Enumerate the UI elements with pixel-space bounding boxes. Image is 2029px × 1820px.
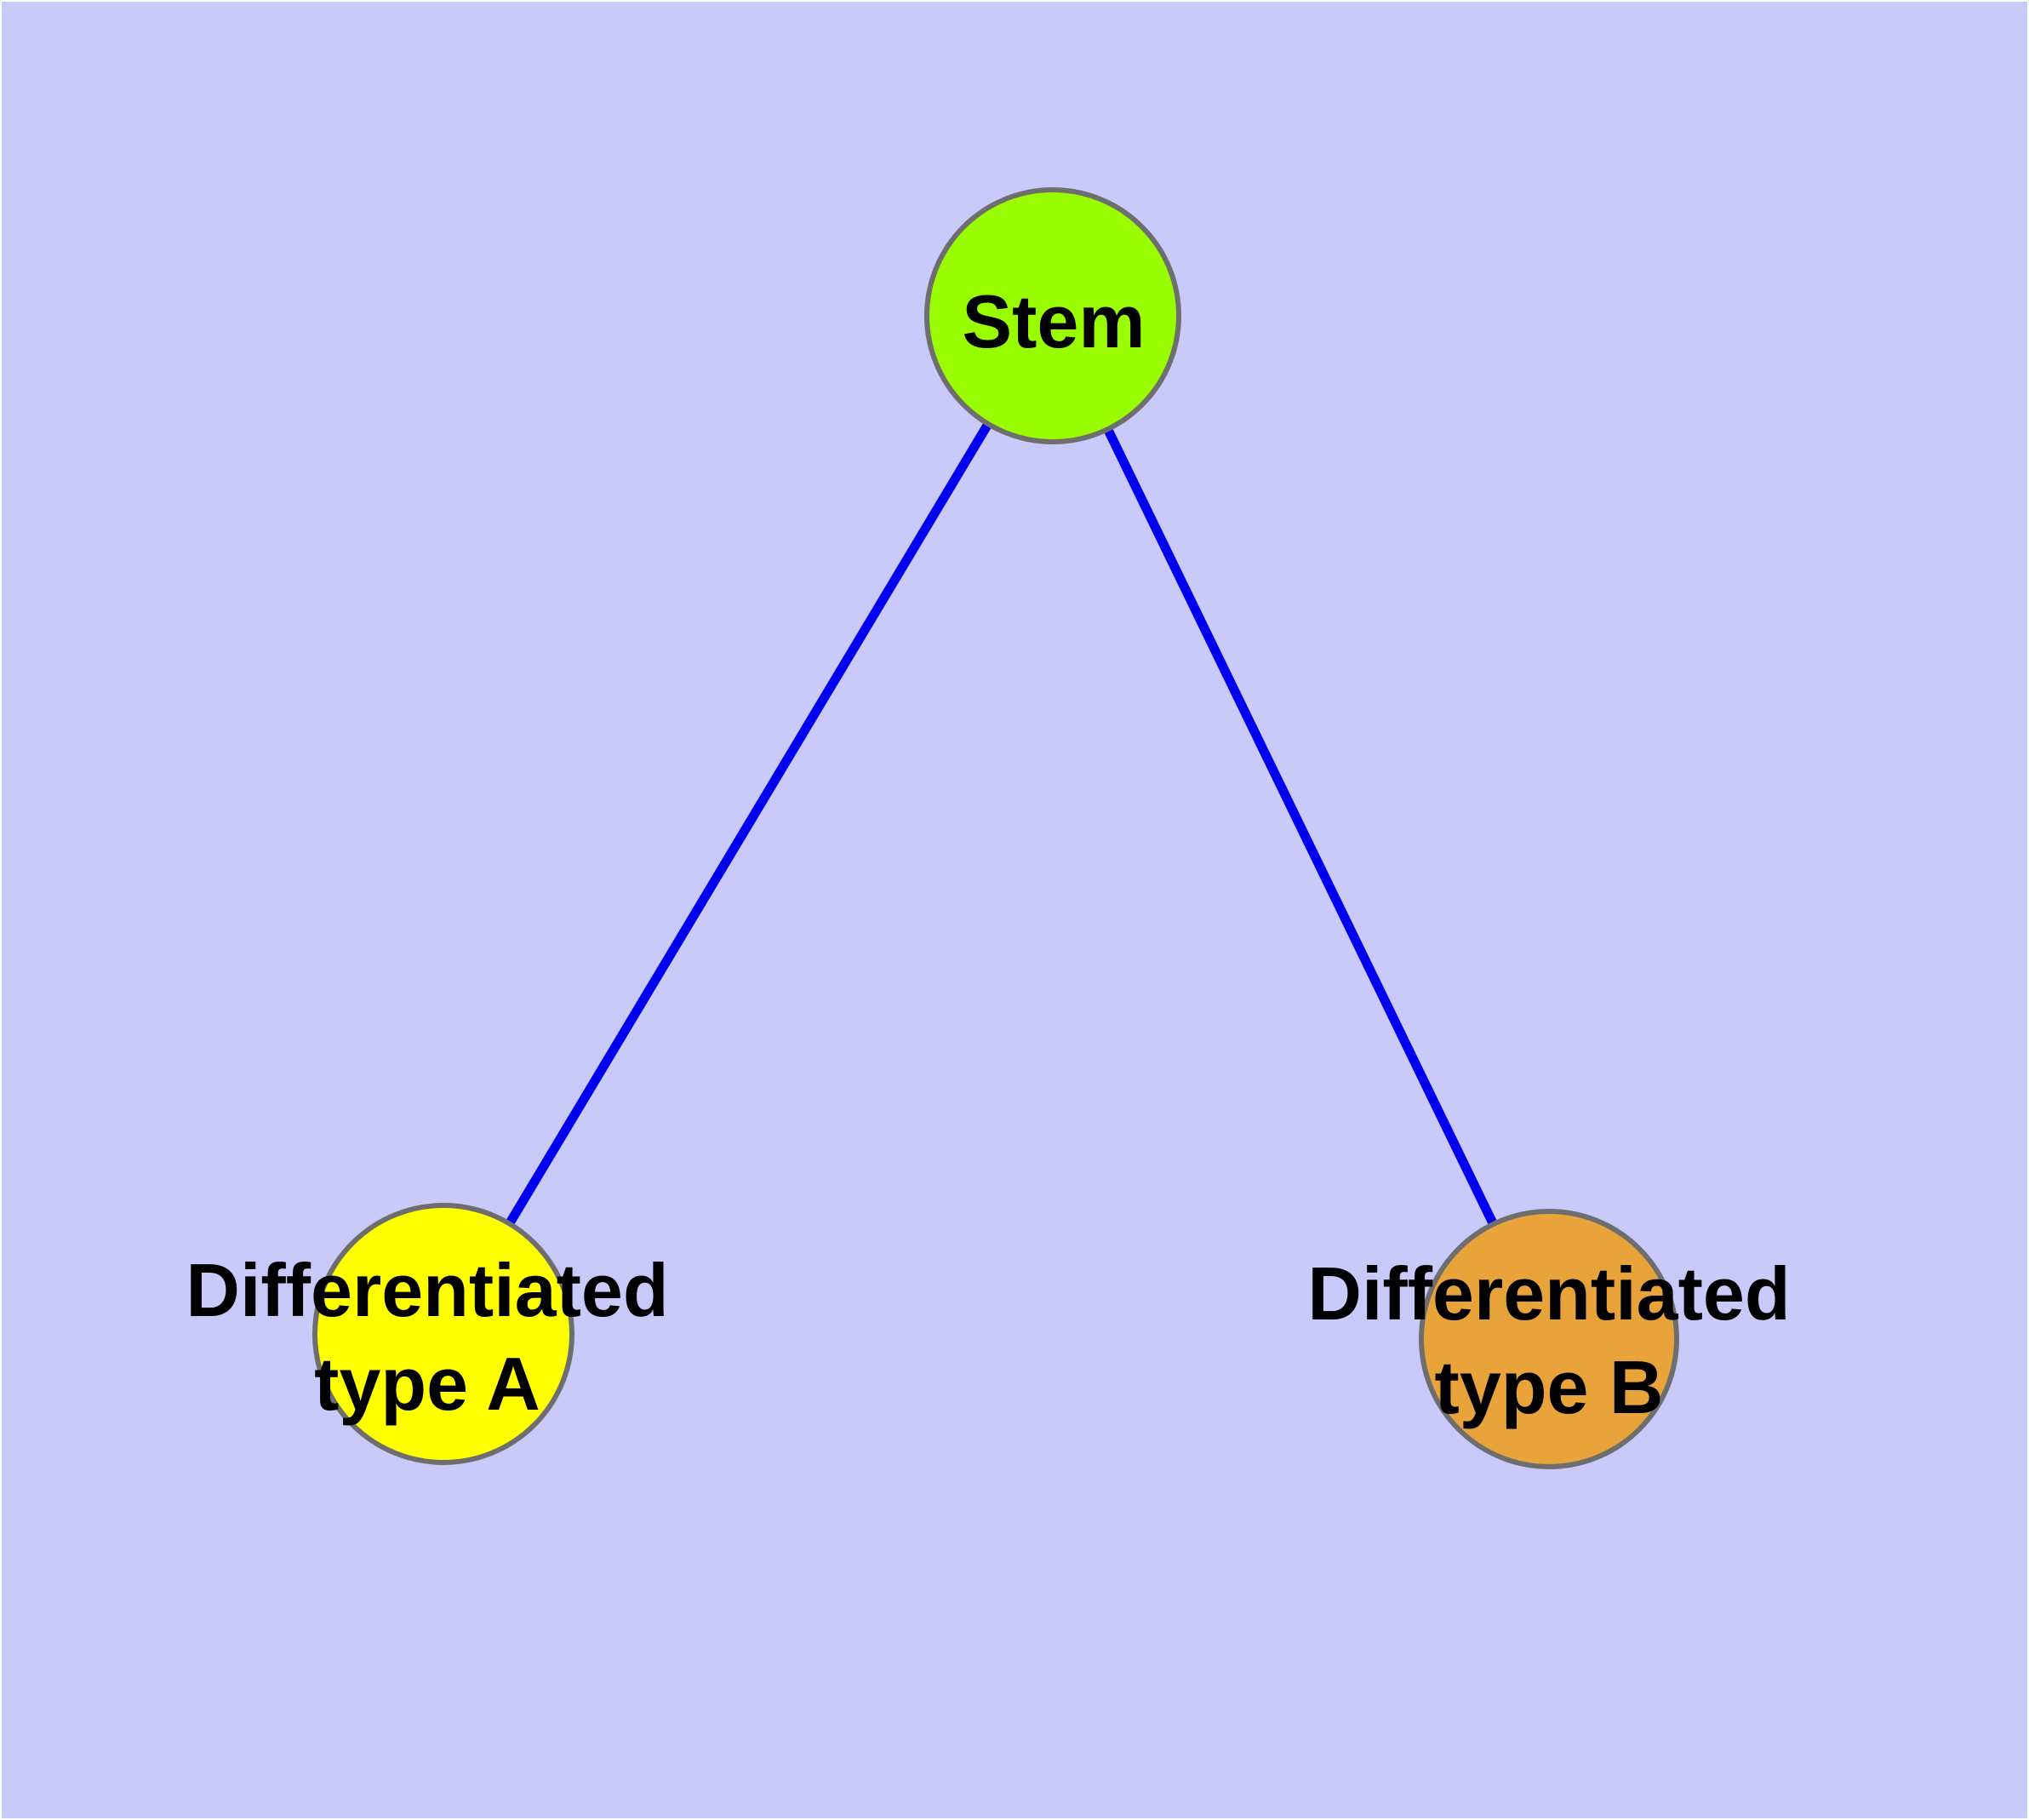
edge-stem-to-type-a bbox=[439, 313, 1057, 1336]
node-stem bbox=[924, 187, 1181, 444]
node-type-a-label-line2: type A bbox=[314, 1342, 540, 1426]
node-type-a-label-line1: Differentiated bbox=[186, 1248, 668, 1332]
node-differentiated-type-a bbox=[312, 1203, 574, 1465]
node-type-b-label-line2: type B bbox=[1435, 1345, 1664, 1429]
node-type-b-label-line1: Differentiated bbox=[1307, 1251, 1790, 1336]
edge-stem-to-type-b bbox=[1049, 313, 1553, 1342]
node-differentiated-type-b bbox=[1419, 1209, 1679, 1469]
node-stem-label: Stem bbox=[962, 279, 1145, 363]
